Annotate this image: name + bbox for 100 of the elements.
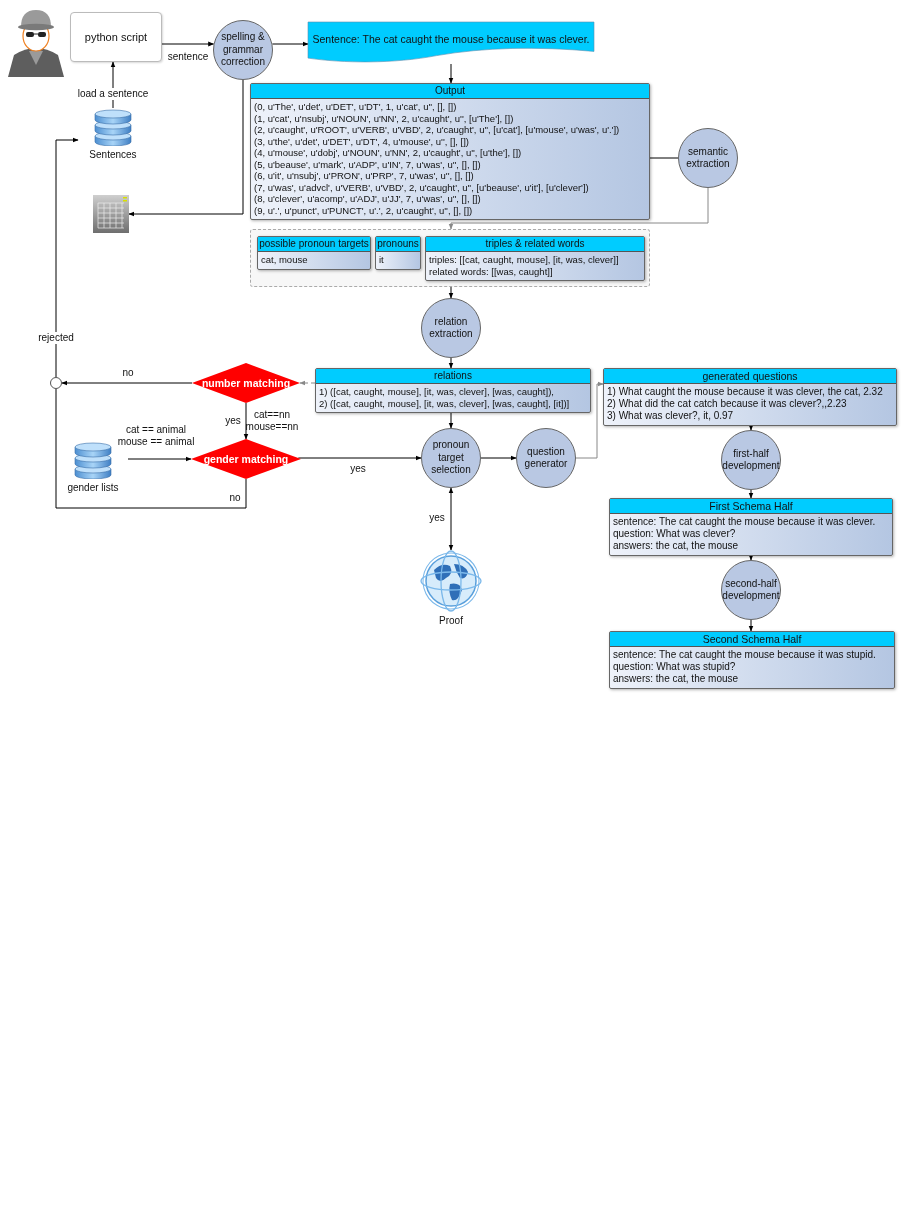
table-row-text: (5, u'beause', u'mark', u'ADP', u'IN', 7, u'was', u'', [], []) xyxy=(253,158,482,170)
table-row-text: (3, u'the', u'det', u'DET', u'DT', 4, u'mouse', u'', [], []) xyxy=(253,135,471,147)
arrow xyxy=(61,380,193,386)
icon-caption: Proof xyxy=(439,615,463,626)
table-row-text: 1) ([cat, caught, mouse], [it, was, clever], [was, caught]), xyxy=(318,386,555,398)
process-circle xyxy=(421,298,481,358)
connector-line xyxy=(55,388,247,509)
arrow xyxy=(448,357,454,369)
edge-label: yes xyxy=(428,512,446,524)
table-header: possible pronoun targets xyxy=(258,237,370,252)
edge-label: rejected xyxy=(37,332,75,344)
circle-label: question generator xyxy=(523,445,569,471)
circle-label: semantic extraction xyxy=(685,145,731,171)
table-row-text: (9, u'.', u'punct', u'PUNCT', u'.', 2, u'caught', u'', [], []) xyxy=(253,204,474,216)
arrow xyxy=(448,63,454,84)
data-table xyxy=(375,236,421,270)
table-row-text: question: What was clever? xyxy=(612,528,737,540)
table-row-text: 3) What was clever?, it, 0.97 xyxy=(606,410,735,422)
arrow xyxy=(748,619,754,632)
data-table xyxy=(425,236,645,281)
decision-label: number matching xyxy=(201,377,291,389)
edge-label: no xyxy=(228,492,242,504)
table-row-text: 2) What did the cat catch because it was clever?,,2.23 xyxy=(606,398,848,410)
process-circle xyxy=(516,428,576,488)
arrow xyxy=(161,41,215,47)
process-circle xyxy=(721,560,781,620)
circle-label: pronoun target selection xyxy=(430,439,472,477)
edge-label: yes xyxy=(224,415,242,427)
connector-line xyxy=(649,157,679,159)
junction-circle xyxy=(50,377,62,389)
process-circle xyxy=(678,128,738,188)
box-label: python script xyxy=(84,31,148,43)
arrow xyxy=(748,424,754,431)
table-row-text: sentence: The cat caught the mouse because it was clever. xyxy=(612,516,877,528)
arrow xyxy=(575,381,604,459)
arrow xyxy=(271,41,309,47)
circle-label: second-half development xyxy=(722,577,780,603)
arrow xyxy=(448,412,454,429)
table-row-text: (6, u'it', u'nsubj', u'PRON', u'PRP', 7, u'was', u'', [], []) xyxy=(253,170,475,182)
arrow xyxy=(297,455,422,461)
data-table xyxy=(603,368,897,426)
data-table xyxy=(609,498,893,556)
data-table xyxy=(250,83,650,220)
table-row-text: 2) ([cat, caught, mouse], [it, was, clever], [was, caught], [it])] xyxy=(318,397,571,409)
edge-label: sentence xyxy=(166,51,210,63)
data-table xyxy=(315,368,591,413)
arrow xyxy=(448,286,454,299)
arrow xyxy=(748,554,754,561)
circle-label: first-half development xyxy=(722,447,780,473)
document-shape xyxy=(308,22,594,64)
table-row-text: question: What was stupid? xyxy=(612,661,737,673)
arrow xyxy=(55,137,79,378)
table-row-text: (2, u'caught', u'ROOT', u'VERB', u'VBD', 2, u'caught', u'', [u'cat'], [u'mouse', u'was', u'.']) xyxy=(253,124,621,136)
table-header: relations xyxy=(316,369,590,384)
arrow xyxy=(448,187,709,230)
decision-label: gender matching xyxy=(203,453,289,465)
document-text: Sentence: The cat caught the mouse because it was clever. xyxy=(312,33,590,45)
circle-label: spelling & grammar correction xyxy=(220,31,266,69)
process-box xyxy=(70,12,162,62)
table-row-text: (8, u'clever', u'acomp', u'ADJ', u'JJ', 7, u'was', u'', [], []) xyxy=(253,193,482,205)
table-row-text: triples: [[cat, caught, mouse], [it, was, clever]] xyxy=(428,254,620,266)
condition-note: cat==nn mouse==nn xyxy=(244,409,300,433)
data-table xyxy=(609,631,895,689)
arrow xyxy=(448,487,454,551)
table-row-text: it xyxy=(378,254,385,266)
table-header: pronouns xyxy=(376,237,420,252)
table-row-text: related words: [[was, caught]] xyxy=(428,265,554,277)
table-row-text: answers: the cat, the mouse xyxy=(612,540,740,552)
arrow xyxy=(243,402,249,440)
arrow xyxy=(480,455,517,461)
table-row-text: answers: the cat, the mouse xyxy=(612,673,740,685)
arrow xyxy=(299,380,316,386)
table-header: Output xyxy=(251,84,649,99)
table-row-text: (1, u'cat', u'nsubj', u'NOUN', u'NN', 2, u'caught', u'', [u'The'], []) xyxy=(253,112,515,124)
circle-label: relation extraction xyxy=(428,315,474,341)
group-frame xyxy=(250,229,650,287)
icon-caption: Sentences xyxy=(89,149,137,160)
decision-diamond xyxy=(192,363,300,403)
arrow xyxy=(128,79,244,217)
process-circle xyxy=(421,428,481,488)
process-circle xyxy=(721,430,781,490)
spreadsheet-icon xyxy=(93,195,129,233)
table-header: generated questions xyxy=(604,369,896,384)
data-table xyxy=(257,236,371,270)
table-header: Second Schema Half xyxy=(610,632,894,647)
process-circle xyxy=(213,20,273,80)
arrow xyxy=(748,489,754,499)
edge-label: no xyxy=(121,367,135,379)
edge-label: yes xyxy=(349,463,367,475)
table-row-text: (0, u'The', u'det', u'DET', u'DT', 1, u'cat', u'', [], []) xyxy=(253,101,458,113)
table-row-text: sentence: The cat caught the mouse because it was stupid. xyxy=(612,649,877,661)
arrow xyxy=(127,456,192,462)
table-row-text: (7, u'was', u'advcl', u'VERB', u'VBD', 2, u'caught', u'', [u'beause', u'it'], [u'clever']) xyxy=(253,181,590,193)
table-row-text: (4, u'mouse', u'dobj', u'NOUN', u'NN', 2, u'caught', u'', [u'the'], []) xyxy=(253,147,523,159)
table-header: First Schema Half xyxy=(610,499,892,514)
edge-label: load a sentence xyxy=(76,88,150,100)
table-row-text: cat, mouse xyxy=(260,254,309,266)
table-row-text: 1) What caught the mouse because it was clever, the cat, 2.32 xyxy=(606,386,884,398)
table-header: triples & related words xyxy=(426,237,644,252)
icon-caption: gender lists xyxy=(67,482,119,493)
